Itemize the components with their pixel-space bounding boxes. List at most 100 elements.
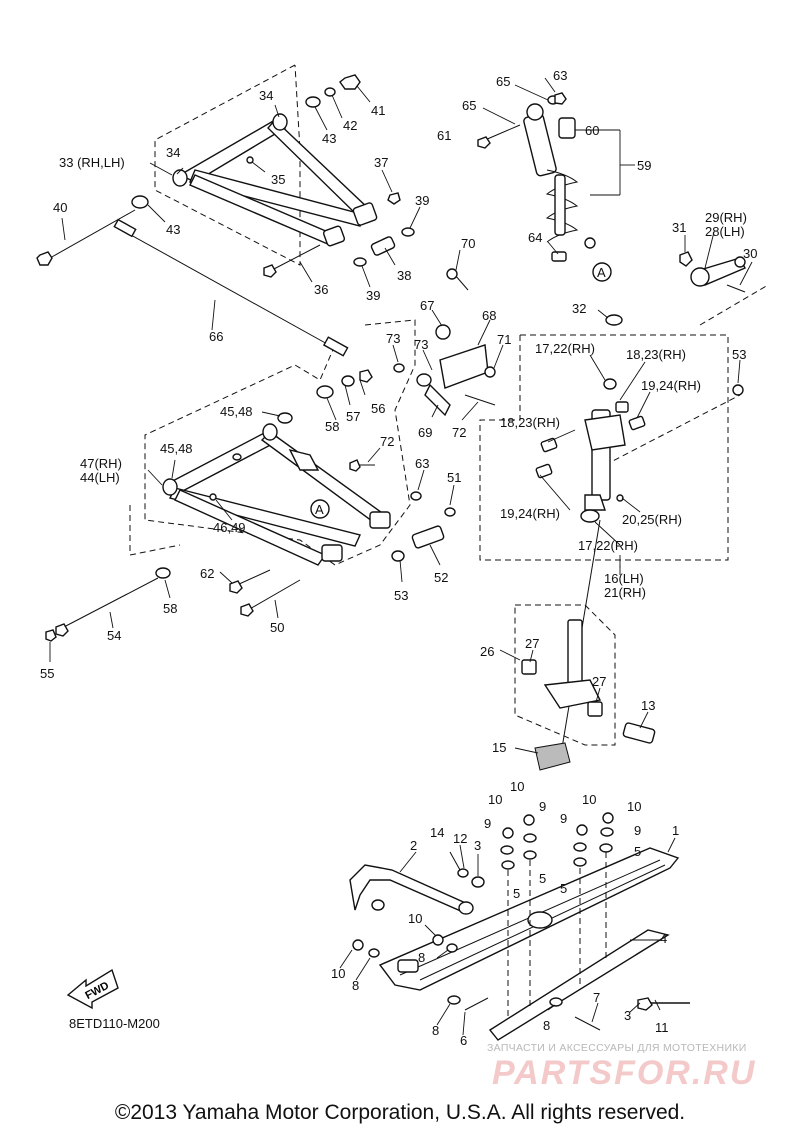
label-p33: 33 (RH,LH) — [59, 155, 125, 170]
label-p63: 63 — [415, 456, 429, 471]
label-p28: 28(LH) — [705, 224, 745, 239]
label-p66: 66 — [209, 329, 223, 344]
label-p39: 39 — [366, 288, 380, 303]
ref-marker-a-arm: A — [310, 499, 330, 519]
label-p11: 11 — [655, 1020, 669, 1035]
label-p63: 63 — [553, 68, 567, 83]
label-p10: 10 — [510, 779, 524, 794]
label-p45-48: 45,48 — [220, 404, 253, 419]
label-p62: 62 — [200, 566, 214, 581]
diagram-code: 8ETD110-M200 — [69, 1016, 160, 1031]
label-p27: 27 — [592, 674, 606, 689]
steering-column — [521, 619, 656, 771]
label-p43: 43 — [322, 131, 336, 146]
label-p8: 8 — [543, 1018, 550, 1033]
ski-assembly — [349, 847, 690, 1041]
upper-a-arm — [172, 113, 378, 247]
group-brackets — [600, 129, 621, 568]
label-p47: 47(RH) — [80, 456, 122, 471]
ski-extension-dashes — [129, 284, 769, 556]
label-p17-22: 17,22(RH) — [578, 538, 638, 553]
label-p72: 72 — [452, 425, 466, 440]
label-p34: 34 — [166, 145, 180, 160]
label-p31: 31 — [672, 220, 686, 235]
label-p10: 10 — [488, 792, 502, 807]
label-p68: 68 — [482, 308, 496, 323]
label-p13: 13 — [641, 698, 655, 713]
label-p3: 3 — [624, 1008, 631, 1023]
label-p72: 72 — [380, 434, 394, 449]
label-p9: 9 — [634, 823, 641, 838]
label-p65: 65 — [462, 98, 476, 113]
label-p56: 56 — [371, 401, 385, 416]
label-p38: 38 — [397, 268, 411, 283]
label-p39: 39 — [415, 193, 429, 208]
label-p60: 60 — [585, 123, 599, 138]
label-p53: 53 — [732, 347, 746, 362]
label-p17-22: 17,22(RH) — [535, 341, 595, 356]
tie-rod-66 — [113, 218, 349, 357]
label-p53: 53 — [394, 588, 408, 603]
label-p3: 3 — [474, 838, 481, 853]
watermark-subtitle: ЗАПЧАСТИ И АКСЕССУАРЫ ДЛЯ МОТОТЕХНИКИ — [487, 1042, 747, 1054]
label-p34: 34 — [259, 88, 273, 103]
label-p64: 64 — [528, 230, 542, 245]
label-p7: 7 — [593, 990, 600, 1005]
upper-arm-group-outline — [154, 64, 301, 266]
label-p26: 26 — [480, 644, 494, 659]
lower-hardware — [45, 268, 496, 642]
label-p40: 40 — [53, 200, 67, 215]
label-p45-48: 45,48 — [160, 441, 193, 456]
label-p67: 67 — [420, 298, 434, 313]
label-p73: 73 — [414, 337, 428, 352]
label-p57: 57 — [346, 409, 360, 424]
svg-text:A: A — [315, 502, 324, 517]
label-p10: 10 — [582, 792, 596, 807]
label-p43: 43 — [166, 222, 180, 237]
label-p42: 42 — [343, 118, 357, 133]
shock-absorber — [477, 92, 596, 262]
label-p9: 9 — [539, 799, 546, 814]
label-p5: 5 — [634, 844, 641, 859]
label-p54: 54 — [107, 628, 121, 643]
label-p19-24: 19,24(RH) — [500, 506, 560, 521]
label-p1: 1 — [672, 823, 679, 838]
leader-lines — [49, 77, 753, 1036]
part-labels: 1 2 3 3 4 5 5 5 5 6 7 8 8 8 8 9 9 9 9 10… — [40, 68, 757, 1048]
label-p18-23: 18,23(RH) — [626, 347, 686, 362]
fwd-arrow-icon: FWD — [66, 968, 119, 1010]
label-p9: 9 — [484, 816, 491, 831]
label-p5: 5 — [560, 881, 567, 896]
label-p29: 29(RH) — [705, 210, 747, 225]
label-p5: 5 — [539, 871, 546, 886]
label-p10: 10 — [627, 799, 641, 814]
label-p8: 8 — [432, 1023, 439, 1038]
label-p20-25: 20,25(RH) — [622, 512, 682, 527]
label-p55: 55 — [40, 666, 54, 681]
label-p9: 9 — [560, 811, 567, 826]
label-p4: 4 — [660, 931, 667, 946]
label-p70: 70 — [461, 236, 475, 251]
label-p8: 8 — [352, 978, 359, 993]
label-p44: 44(LH) — [80, 470, 120, 485]
label-p12: 12 — [453, 831, 467, 846]
label-p14: 14 — [430, 825, 444, 840]
label-p5: 5 — [513, 886, 520, 901]
label-p2: 2 — [410, 838, 417, 853]
label-p10: 10 — [331, 966, 345, 981]
spindle-group-outline — [479, 334, 729, 561]
label-p61: 61 — [437, 128, 451, 143]
steering-arm-outline — [514, 604, 616, 746]
label-p30: 30 — [743, 246, 757, 261]
label-p50: 50 — [270, 620, 284, 635]
label-p52: 52 — [434, 570, 448, 585]
label-p15: 15 — [492, 740, 506, 755]
label-p8: 8 — [418, 950, 425, 965]
ref-marker-a-shock: A — [592, 262, 612, 282]
steering-arm-28-29 — [679, 251, 746, 293]
copyright-notice: ©2013 Yamaha Motor Corporation, U.S.A. A… — [114, 1101, 686, 1124]
label-p41: 41 — [371, 103, 385, 118]
label-p19-24: 19,24(RH) — [641, 378, 701, 393]
lower-a-arm — [162, 423, 391, 566]
